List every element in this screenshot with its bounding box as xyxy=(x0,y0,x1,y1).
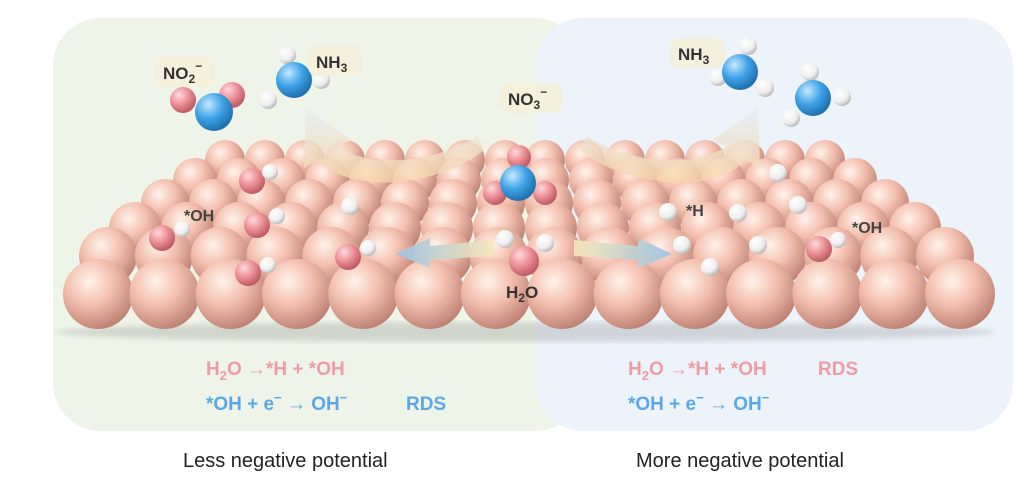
left-eq2: *OH + e− → OH− xyxy=(206,390,348,415)
cu-atom xyxy=(460,259,531,329)
cu-atom xyxy=(925,259,995,329)
nitrogen-atom xyxy=(500,165,536,201)
cu-atom xyxy=(593,259,664,329)
oxygen-atom xyxy=(509,246,539,276)
cu-atom xyxy=(63,259,133,329)
hydrogen-atom xyxy=(260,257,276,273)
cu-atom xyxy=(659,259,730,329)
left-diffusion-arrow xyxy=(396,238,494,268)
hydrogen-atom xyxy=(756,79,774,97)
hydrogen-atom xyxy=(673,236,691,254)
hydrogen-atom xyxy=(830,232,846,248)
hydrogen-atom xyxy=(769,164,787,182)
oxygen-atom xyxy=(335,244,361,270)
nh3-left-label: NH3 xyxy=(308,46,363,76)
adsorbates xyxy=(149,37,851,286)
svg-text:NO2−: NO2− xyxy=(163,59,202,86)
hydrogen-atom xyxy=(782,109,800,127)
hydrogen-atom xyxy=(789,196,807,214)
right-rds-label: RDS xyxy=(818,359,858,380)
oxygen-atom xyxy=(806,236,832,262)
oxygen-atom xyxy=(170,87,196,113)
hydrogen-atom xyxy=(739,37,757,55)
right-eq1: H2O →*H + *OH xyxy=(628,359,767,383)
svg-text:NH3: NH3 xyxy=(678,45,710,67)
no2-label: NO2− xyxy=(155,57,215,87)
nitrogen-atom xyxy=(795,80,831,116)
hydrogen-atom xyxy=(262,164,278,180)
oxygen-atom xyxy=(507,145,531,169)
nitrogen-atom xyxy=(195,93,233,131)
hydrogen-atom xyxy=(269,208,285,224)
cu-atom xyxy=(527,259,598,329)
hydrogen-atom xyxy=(341,197,359,215)
cu-atom xyxy=(129,259,200,329)
svg-text:NH3: NH3 xyxy=(316,53,348,75)
left-curved-arrow xyxy=(304,108,484,183)
oxygen-atom xyxy=(244,212,270,238)
oh-left-label: *OH xyxy=(184,208,214,225)
right-diffusion-arrow xyxy=(574,238,672,268)
hydrogen-atom xyxy=(833,88,851,106)
cu-atom xyxy=(261,259,332,329)
hydrogen-atom xyxy=(749,236,767,254)
hydrogen-atom xyxy=(360,240,376,256)
hydrogen-atom xyxy=(259,91,277,109)
hydrogen-atom xyxy=(659,203,677,221)
svg-text:NO3−: NO3− xyxy=(508,85,547,112)
left-caption: Less negative potential xyxy=(183,450,388,472)
oh-right-label: *OH xyxy=(852,220,882,237)
cu-atom xyxy=(726,259,797,329)
right-caption: More negative potential xyxy=(636,450,844,472)
nitrogen-atom xyxy=(722,54,758,90)
cu-atom xyxy=(858,259,929,329)
oxygen-atom xyxy=(239,168,265,194)
left-eq1: H2O →*H + *OH xyxy=(206,359,345,383)
nitrogen-atom xyxy=(276,62,312,98)
oxygen-atom xyxy=(149,225,175,251)
right-curved-arrow xyxy=(580,108,760,183)
oxygen-atom xyxy=(235,260,261,286)
hydrogen-atom xyxy=(801,63,819,81)
no3-label: NO3− xyxy=(500,83,562,113)
hydrogen-atom xyxy=(729,204,747,222)
hydrogen-atom xyxy=(536,234,554,252)
right-eq2: *OH + e− → OH− xyxy=(628,390,770,415)
hydrogen-atom xyxy=(278,46,296,64)
h-right-label: *H xyxy=(686,203,704,220)
left-rds-label: RDS xyxy=(406,394,446,415)
hydrogen-atom xyxy=(174,221,190,237)
h2o-label: H2O xyxy=(506,283,538,305)
cu-atom xyxy=(328,259,399,329)
oxygen-atom xyxy=(533,181,557,205)
hydrogen-atom xyxy=(701,258,719,276)
hydrogen-atom xyxy=(496,230,514,248)
cu-atom xyxy=(792,259,863,329)
cu-atom xyxy=(394,259,465,329)
nh3-right-label: NH3 xyxy=(670,38,725,68)
